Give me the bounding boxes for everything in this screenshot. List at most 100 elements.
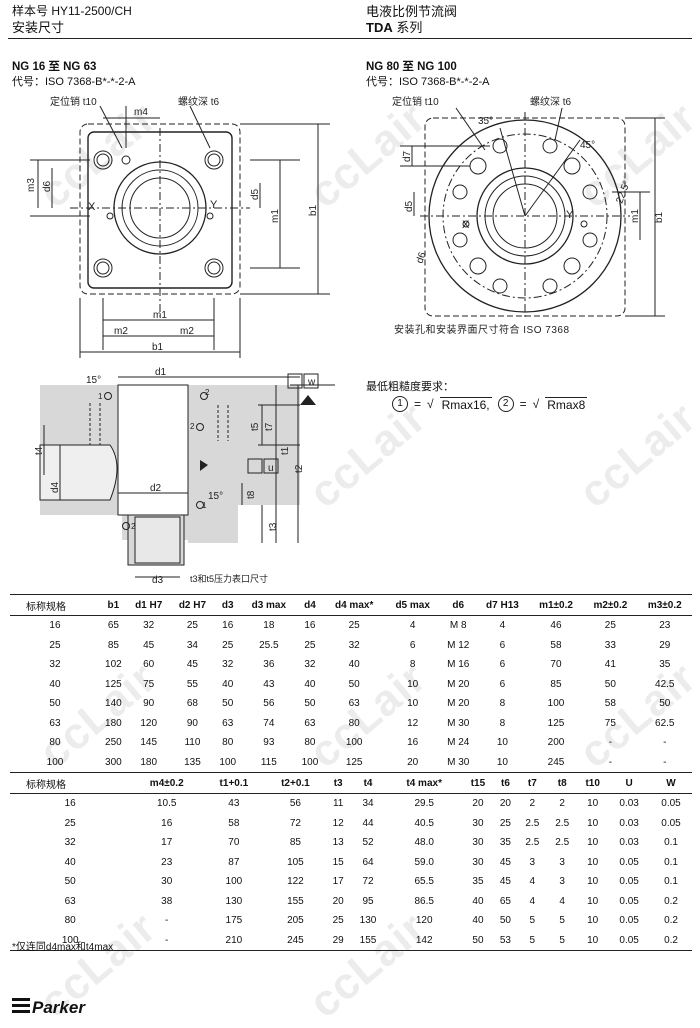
table-cell: 42.5 bbox=[655, 678, 675, 690]
section-title: 安装尺寸 bbox=[12, 20, 65, 35]
table-cell: 93 bbox=[263, 737, 275, 749]
svg-text:m1: m1 bbox=[270, 209, 281, 223]
table-cell: 43 bbox=[263, 678, 275, 690]
table-cell: 48.0 bbox=[414, 837, 434, 849]
table-cell: 2.5 bbox=[525, 817, 540, 829]
table-cell: 44 bbox=[362, 817, 374, 829]
table-cell: 200 bbox=[547, 737, 565, 749]
table-cell: 56 bbox=[263, 698, 275, 710]
table-cell: 65.5 bbox=[414, 876, 434, 888]
table-cell: 40 bbox=[64, 856, 76, 868]
col-header: t15 bbox=[462, 772, 494, 794]
table-cell: 63 bbox=[49, 717, 61, 729]
table-cell: 0.05 bbox=[619, 895, 639, 907]
table-cell: 29.5 bbox=[414, 798, 434, 810]
table-cell: 30 bbox=[472, 856, 484, 868]
table-cell: 72 bbox=[362, 876, 374, 888]
table-cell: 58 bbox=[550, 639, 562, 651]
table-cell: 5 bbox=[529, 915, 536, 927]
table-cell: 63 bbox=[64, 895, 76, 907]
table-cell: 50 bbox=[49, 698, 61, 710]
pin-label: 定位销 t10 bbox=[50, 95, 97, 108]
table-cell: 38 bbox=[161, 895, 173, 907]
table-cell: 20 bbox=[472, 798, 484, 810]
svg-text:m1: m1 bbox=[630, 209, 641, 223]
col-header: t4 max* bbox=[385, 772, 463, 794]
table-cell: 25 bbox=[186, 620, 198, 632]
svg-text:d1: d1 bbox=[155, 367, 167, 378]
table-cell: 2.5 bbox=[525, 837, 540, 849]
col-header-size: 标称规格 bbox=[10, 594, 100, 616]
table-cell: M 30 bbox=[440, 752, 477, 773]
table-cell: 72 bbox=[289, 817, 301, 829]
parker-logo: Parker bbox=[12, 998, 86, 1017]
table-cell: 0.05 bbox=[619, 856, 639, 868]
table-cell: 0.05 bbox=[661, 817, 681, 829]
col-header: t4 bbox=[350, 772, 386, 794]
svg-text:X: X bbox=[462, 219, 470, 231]
table-cell: 13 bbox=[332, 837, 344, 849]
table-cell: 45 bbox=[186, 659, 198, 671]
col-header: t8 bbox=[547, 772, 578, 794]
col-header: d6 bbox=[440, 594, 477, 616]
series-name: TDA 系列 bbox=[366, 20, 423, 35]
col-header: d1 H7 bbox=[126, 594, 171, 616]
table-cell: 105 bbox=[287, 856, 304, 868]
table-cell: 32 bbox=[64, 837, 76, 849]
table-cell: 245 bbox=[528, 752, 584, 773]
pin-label: 定位销 t10 bbox=[392, 95, 439, 108]
table-cell: 10 bbox=[587, 817, 599, 829]
col-header: m1±0.2 bbox=[528, 594, 584, 616]
table-cell: 74 bbox=[263, 717, 275, 729]
svg-text:t4: t4 bbox=[34, 446, 45, 455]
table-cell: 50 bbox=[499, 915, 511, 927]
col-header: d4 max* bbox=[323, 594, 385, 616]
table-cell: 30 bbox=[472, 837, 484, 849]
table-cell: 58 bbox=[228, 817, 240, 829]
table-cell: 30 bbox=[161, 876, 173, 888]
right-drawing-title: NG 80 至 NG 100 bbox=[366, 61, 457, 73]
table-cell: 95 bbox=[362, 895, 374, 907]
table-cell: 0.1 bbox=[664, 876, 678, 888]
table-cell: 32 bbox=[348, 639, 360, 651]
table-cell: 65 bbox=[499, 895, 511, 907]
table-cell: 35 bbox=[472, 876, 484, 888]
table-cell: 5 bbox=[517, 930, 548, 951]
table-cell: 10 bbox=[587, 856, 599, 868]
table-cell: 63 bbox=[222, 717, 234, 729]
svg-text:Y: Y bbox=[566, 209, 574, 221]
table-cell: 8 bbox=[409, 659, 416, 671]
svg-text:w: w bbox=[307, 377, 316, 388]
table-cell: 25 bbox=[604, 620, 616, 632]
col-header: t10 bbox=[577, 772, 609, 794]
table-cell: 16 bbox=[49, 620, 61, 632]
table-cell: 3 bbox=[529, 856, 536, 868]
table-cell: 70 bbox=[550, 659, 562, 671]
table-cell: 60 bbox=[143, 659, 155, 671]
table-cell: M 20 bbox=[447, 678, 470, 690]
table-cell: 0.05 bbox=[661, 798, 681, 810]
col-header: m2±0.2 bbox=[583, 594, 638, 616]
table-cell: 0.05 bbox=[608, 930, 651, 951]
table-cell: 120 bbox=[140, 717, 158, 729]
svg-text:d4: d4 bbox=[50, 481, 61, 493]
table-cell: 4 bbox=[529, 876, 536, 888]
table-cell: 80 bbox=[49, 737, 61, 749]
svg-text:m1: m1 bbox=[153, 310, 167, 321]
col-header: U bbox=[608, 772, 651, 794]
table-cell: 205 bbox=[287, 915, 304, 927]
table-cell: 17 bbox=[332, 876, 344, 888]
col-header: d3 bbox=[214, 594, 242, 616]
table-cell: 100 bbox=[225, 876, 243, 888]
table-cell: 58 bbox=[604, 698, 616, 710]
table-cell: 43 bbox=[228, 798, 240, 810]
table-cell: 45 bbox=[143, 639, 155, 651]
table-cell: 5 bbox=[559, 915, 565, 927]
iso-note: 安装孔和安装界面尺寸符合 ISO 7368 bbox=[394, 323, 570, 336]
table-cell: M 30 bbox=[447, 717, 470, 729]
table-cell: 16 bbox=[64, 798, 76, 810]
